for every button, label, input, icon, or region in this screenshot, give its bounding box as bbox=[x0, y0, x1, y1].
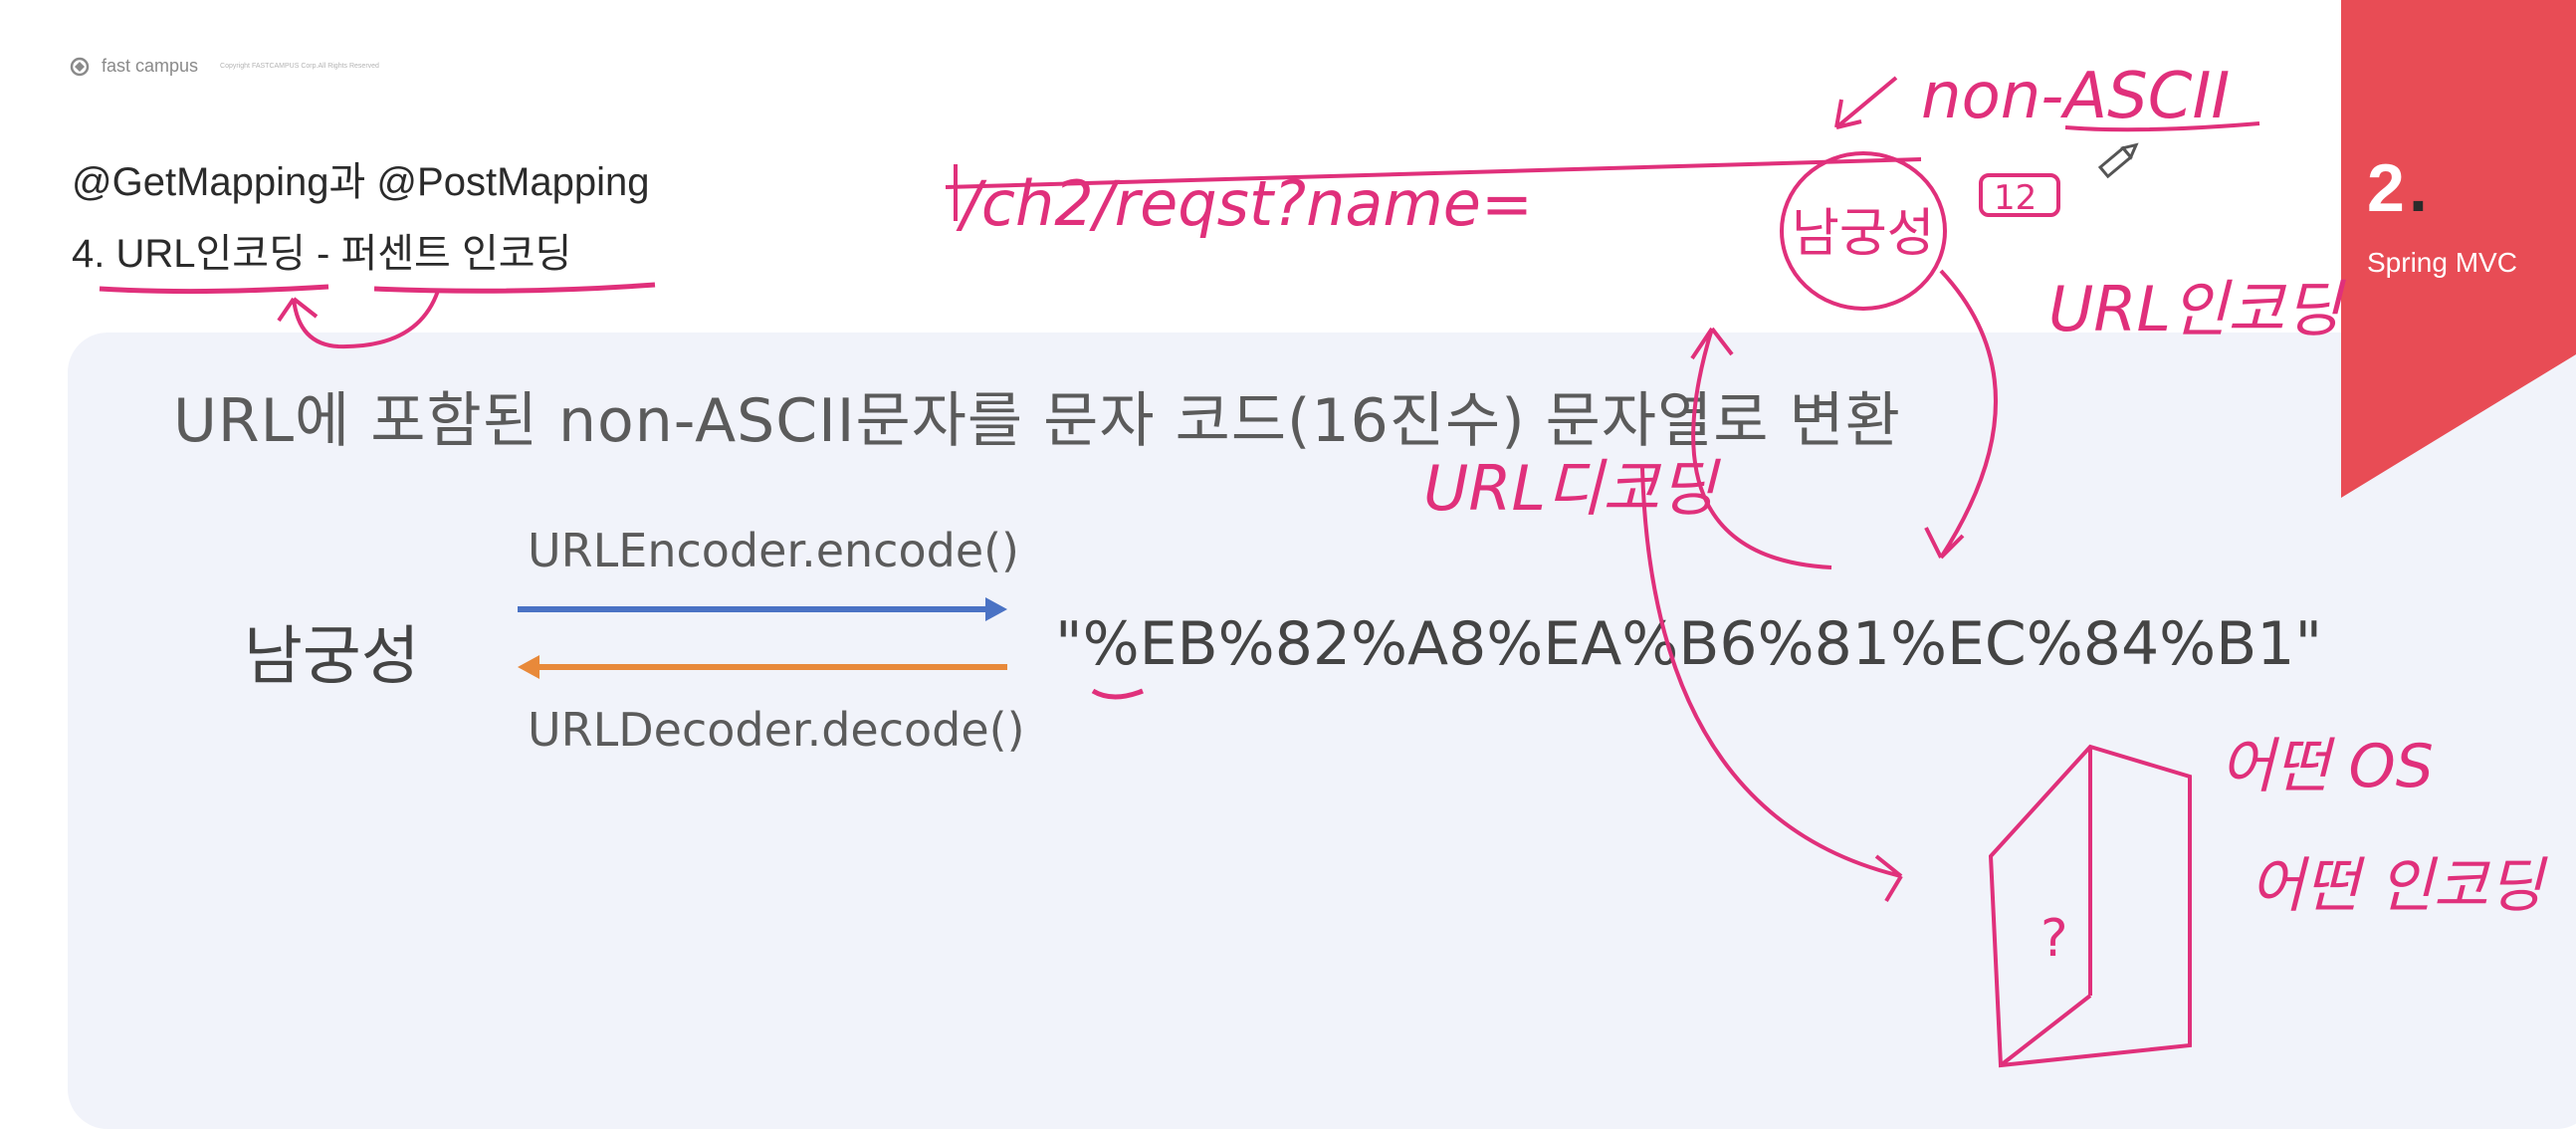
chapter-name: Spring MVC bbox=[2367, 247, 2517, 278]
slide-heading-line2: 4. URL인코딩 - 퍼센트 인코딩 bbox=[72, 232, 572, 276]
chapter-number: 2 bbox=[2367, 150, 2405, 226]
chapter-dot: . bbox=[2409, 150, 2428, 226]
decode-arrow bbox=[518, 655, 1007, 679]
decode-method-label: URLDecoder.decode() bbox=[528, 703, 1025, 757]
copyright-text: Copyright FASTCAMPUS Corp.All Rights Res… bbox=[220, 63, 379, 70]
original-word: 남궁성 bbox=[244, 620, 420, 694]
header-logo: fast campus Copyright FASTCAMPUS Corp.Al… bbox=[70, 56, 379, 77]
slide-subtitle: URL에 포함된 non-ASCII문자를 문자 코드(16진수) 문자열로 변… bbox=[173, 386, 1901, 456]
encode-method-label: URLEncoder.encode() bbox=[528, 524, 1020, 577]
conversion-arrows bbox=[518, 597, 1007, 679]
encode-arrow bbox=[518, 597, 1007, 621]
chapter-corner-tab bbox=[2341, 0, 2576, 498]
fastcampus-logo-icon bbox=[70, 57, 90, 76]
slide-heading-line1: @GetMapping과 @PostMapping bbox=[72, 160, 650, 204]
logo-text: fast campus bbox=[102, 56, 199, 76]
